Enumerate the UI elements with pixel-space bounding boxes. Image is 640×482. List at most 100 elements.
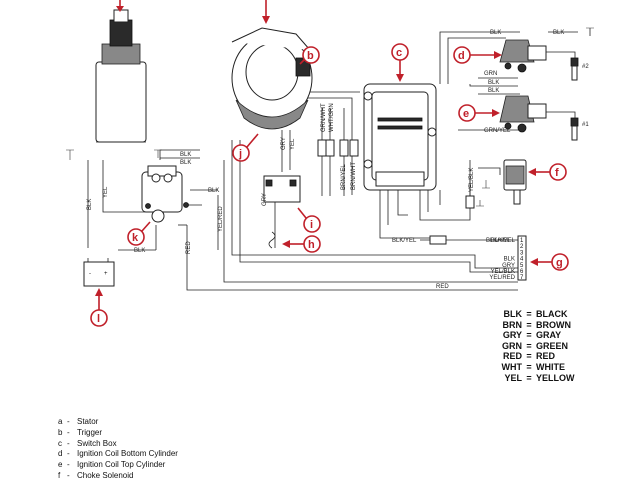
spark-plug-2: #2 [570,57,589,81]
wire-label: WHT/GRN [329,103,335,132]
color-key-name: BROWN [536,319,571,330]
color-key-name: GREEN [536,340,569,351]
wire-label: BLK [180,152,191,158]
callouts: b c d e f g [90,0,569,327]
legend-letter: b [58,427,63,437]
wire-label: BRN/WHT [351,162,357,190]
color-key-eq: = [526,319,532,330]
wire-label: BLK [180,160,191,166]
wire-label: BLK/YEL [392,238,417,244]
fuse [268,231,276,249]
color-key-row: GRY = GRAY [488,330,598,341]
switch-box-pins [377,117,423,130]
legend-dash: - [67,470,70,480]
starter-solenoid [141,165,189,223]
legend-text: Choke Solenoid [77,470,134,480]
color-key-name: YELLOW [536,372,575,383]
wire-label: GRY [262,193,268,206]
wire-label: BLK [87,199,93,210]
callout-i: i [297,207,321,233]
wire-label: YEL/RED [218,206,224,232]
switch-box [363,83,437,191]
color-key-eq: = [526,330,532,341]
svg-text:g: g [556,257,563,269]
terminal-number: 2 [520,244,524,250]
battery-plus: + [104,271,108,277]
terminal-wire-label: YEL/BLK [491,269,515,275]
legend-dash: - [67,449,70,459]
svg-text:j: j [238,148,242,160]
svg-text:b: b [307,50,314,62]
legend-row: b-Trigger [58,428,358,439]
svg-text:k: k [132,232,139,244]
terminal-wire-label: BLK [504,257,515,263]
choke-solenoid [503,159,527,205]
callout-j: j [232,133,259,162]
wire-label: GRN [484,71,497,77]
spark-plug-2-label: #2 [582,64,589,70]
terminal-number: 5 [520,263,524,269]
callout-d: d [453,46,502,64]
color-key-row: BRN= BROWN [488,320,598,331]
callout-l: l [90,288,108,327]
wire-label: YEL [103,186,109,198]
callout-c: c [391,43,409,82]
color-key-abbr: BRN [502,319,523,330]
spark-plug-1: #1 [570,117,589,141]
legend-letter: d [58,449,63,459]
legend-dash: - [67,460,70,470]
wire-label: GRN/YEL [484,128,511,134]
color-key-abbr: YEL [504,372,522,383]
ignition-coil-bottom [499,39,547,73]
color-key-row: GRN = GREEN [488,341,598,352]
terminal-number: 4 [520,257,524,263]
wire-labels: BLK BLK GRN BLK BLK GRN/YEL BLK BLK BLK … [87,30,564,290]
color-key-eq: = [526,309,532,319]
wire-label: BLK [208,188,219,194]
callout-g: g [530,253,569,271]
terminal-wire-label: BLK/YEL [491,238,516,244]
legend-dash: - [67,427,70,437]
battery-minus: - [89,271,91,277]
legend-letter: a [58,417,63,426]
color-key-name: GRAY [536,330,562,341]
terminal-wire-label: YEL/RED [489,275,515,281]
legend-row: d-Ignition Coil Bottom Cylinder [58,449,358,460]
wire-label: BLK [490,30,501,36]
legend-row: c-Switch Box [58,439,358,450]
wire-label: GRY [281,137,287,150]
wire-network [87,28,591,291]
callout-k: k [127,221,151,246]
color-key-abbr: GRN [502,340,522,351]
color-key-abbr: BLK [503,309,523,319]
callout-e: e [458,104,500,122]
wire-label: GRN/WHT [321,103,327,132]
color-key-abbr: GRY [502,330,522,341]
legend-row: e-Ignition Coil Top Cylinder [58,460,358,471]
svg-text:e: e [463,108,469,120]
color-key-name: WHITE [536,361,565,372]
stator-assembly [231,27,313,130]
svg-text:h: h [308,239,315,251]
svg-text:f: f [555,167,559,179]
wire-label: YEL [290,138,296,150]
svg-text:i: i [310,219,313,231]
wire-label: BRN/YEL [341,164,347,190]
wire-label: YEL/BLK [469,168,475,192]
spark-plug-1-label: #1 [582,122,589,128]
color-key-abbr: RED [502,351,522,362]
bullet-connectors [317,139,475,245]
color-key-eq: = [526,340,532,351]
terminal-number: 1 [520,238,524,244]
legend-text: Switch Box [77,438,117,448]
legend-row: f-Choke Solenoid [58,471,358,482]
legend-letter: c [58,438,62,448]
svg-text:l: l [97,313,100,325]
wire-label: RED [186,241,192,254]
color-key-eq: = [526,351,532,362]
